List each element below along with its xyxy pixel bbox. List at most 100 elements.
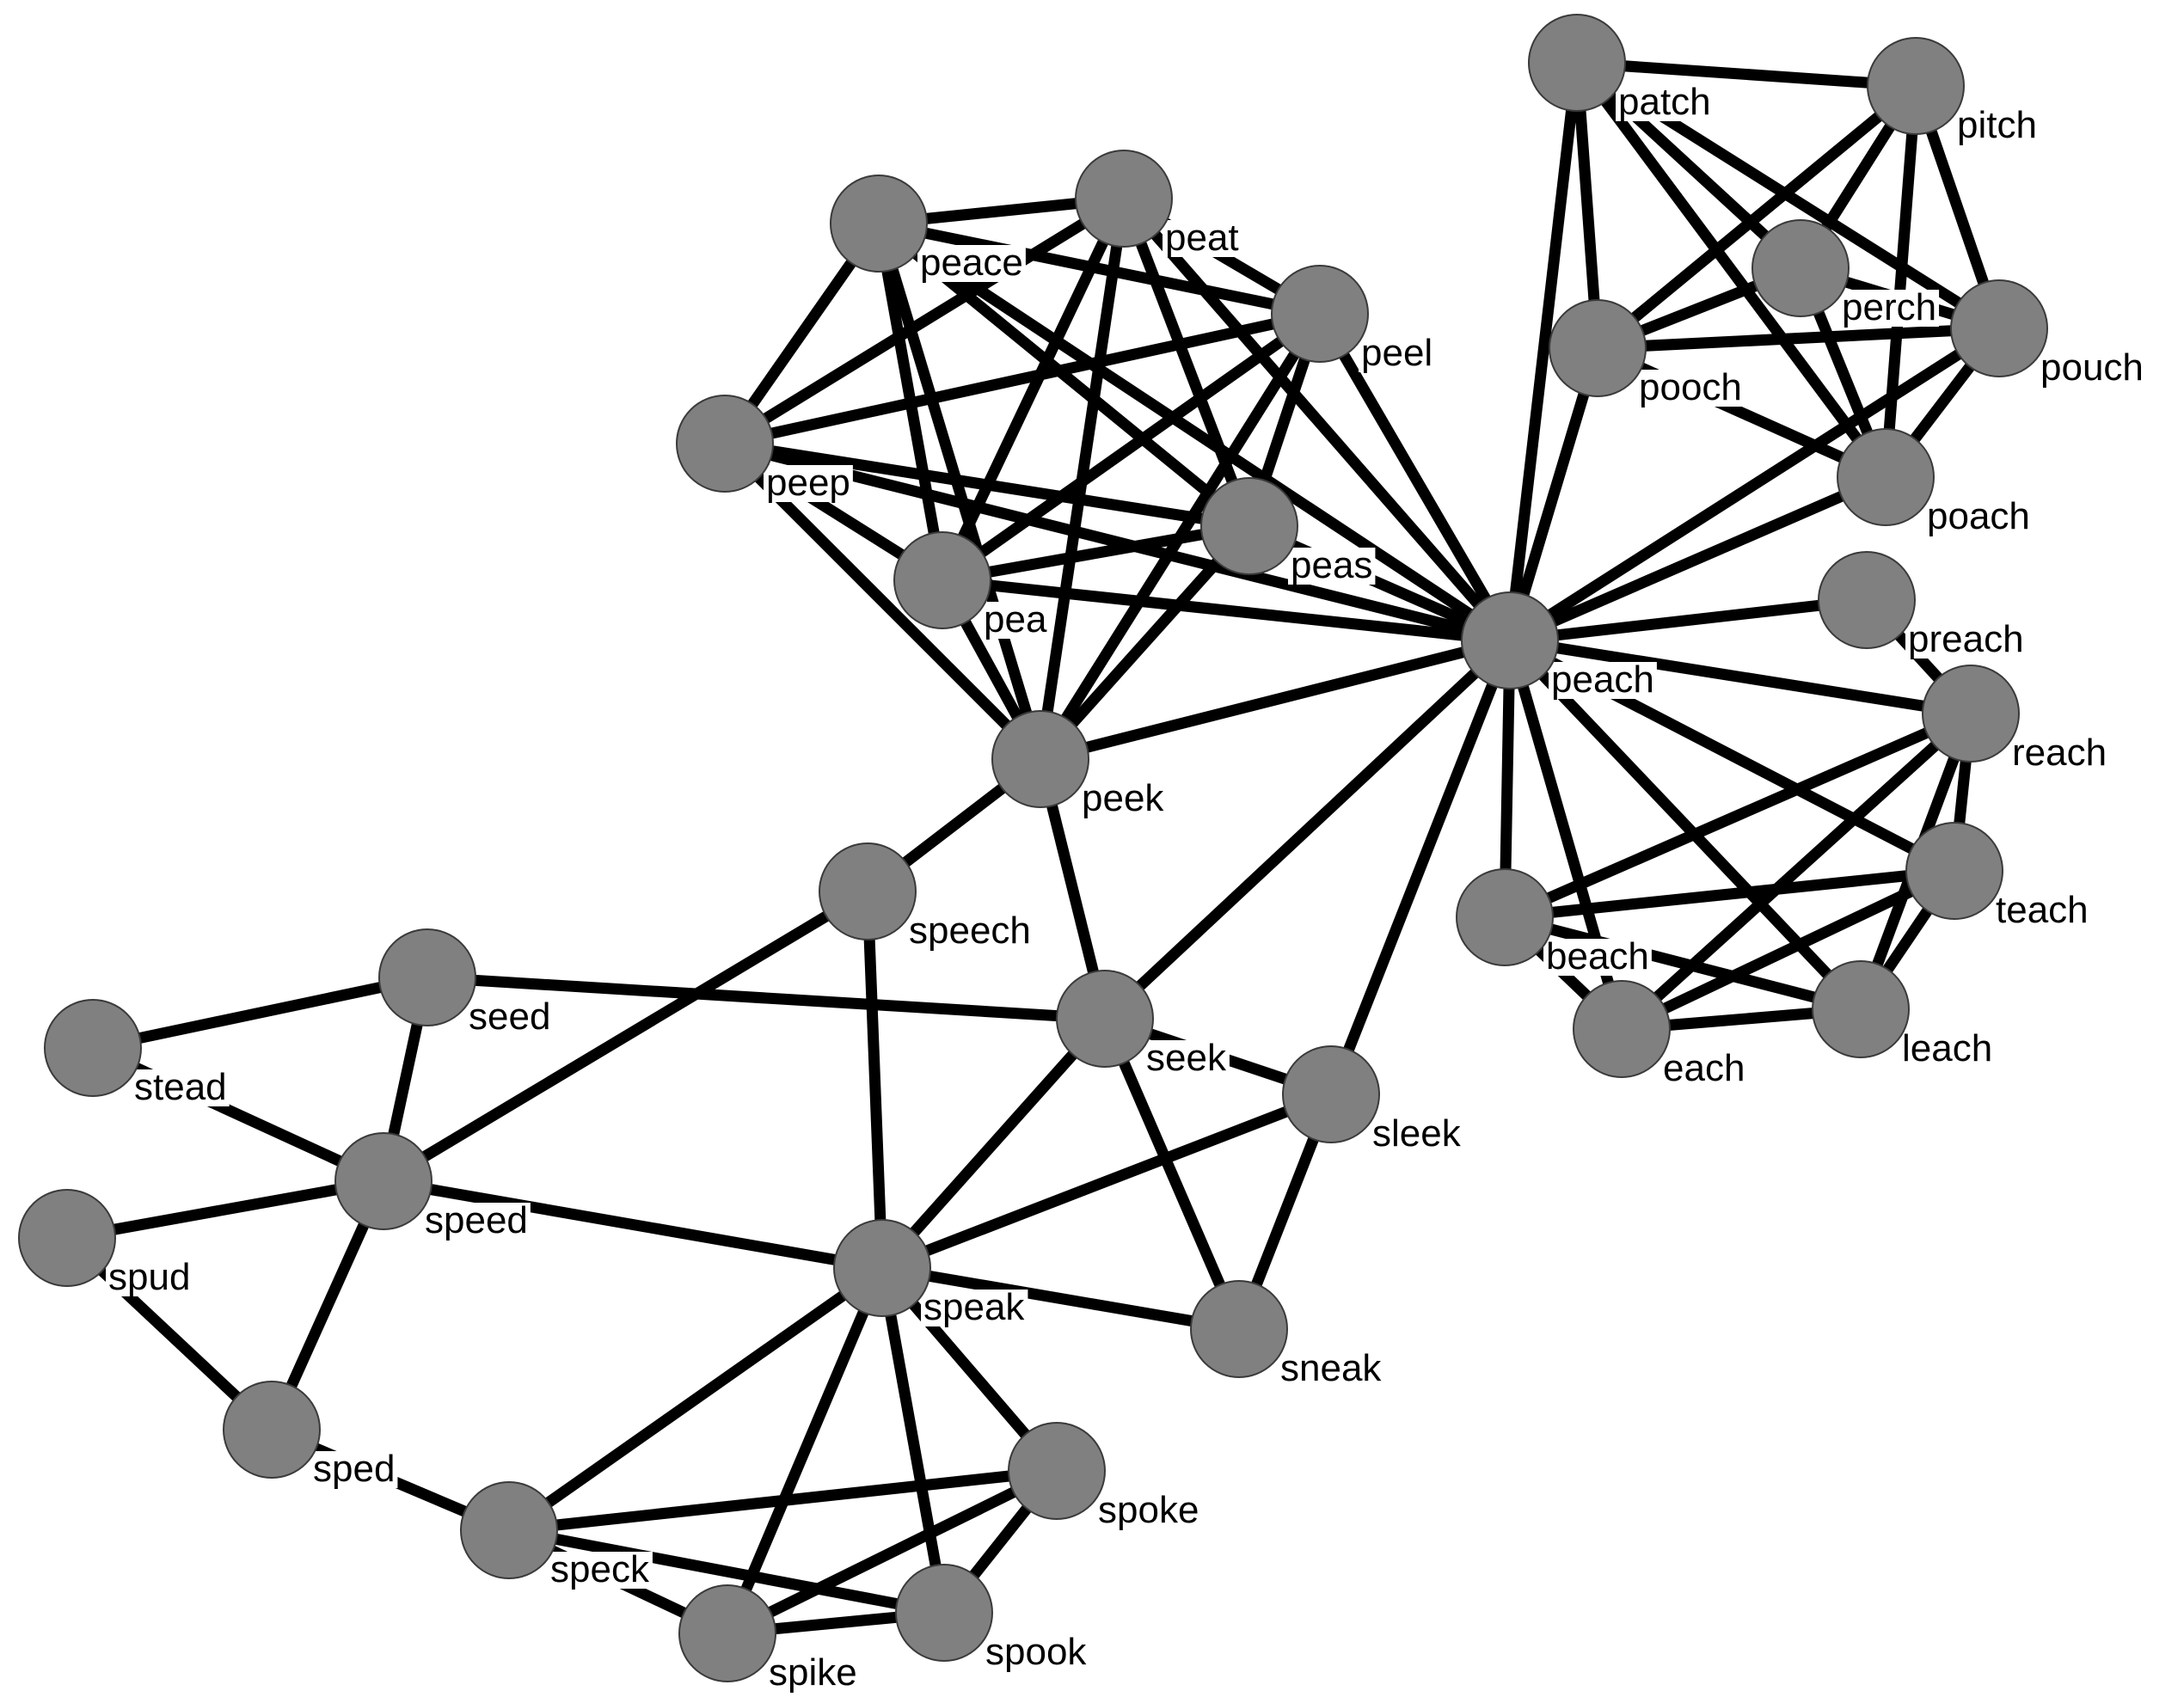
node-stead <box>44 999 142 1097</box>
node-speck <box>460 1481 558 1579</box>
node-label-bg <box>310 1451 398 1488</box>
node-label-beach: beach <box>1546 935 1649 977</box>
node-peel <box>1271 265 1369 363</box>
node-seed <box>378 928 476 1026</box>
edge-pitch-pooch <box>1593 81 1920 353</box>
node-label-bg <box>906 913 1034 950</box>
edge-patch-perch <box>1573 58 1805 273</box>
node-label-bg <box>2038 350 2146 387</box>
edge-peep-peach <box>723 438 1512 646</box>
node-label-bg <box>764 465 853 502</box>
node-label-bg <box>1636 370 1745 407</box>
node-label-speck: speck <box>550 1548 650 1590</box>
edge-spoke-spike <box>725 1466 1059 1639</box>
edge-pooch-pouch <box>1597 322 2000 354</box>
node-label-bg <box>1079 781 1168 818</box>
node-label-spook: spook <box>985 1631 1087 1673</box>
node-speech <box>819 842 917 940</box>
node-label-group-spud: spud <box>106 1256 193 1298</box>
node-label-pouch: pouch <box>2040 346 2144 389</box>
edge-seed-stead <box>91 971 429 1054</box>
edge-pea-peach <box>942 574 1511 646</box>
nodes-layer <box>18 14 2048 1682</box>
node-label-bg <box>422 1203 531 1240</box>
node-label-group-spike: spike <box>766 1651 860 1694</box>
node-label-bg <box>981 602 1050 639</box>
node-label-bg <box>466 999 554 1036</box>
node-label-poach: poach <box>1927 495 2030 537</box>
node-label-group-preach: preach <box>1905 618 2027 660</box>
node-label-peel: peel <box>1361 332 1432 374</box>
edge-seek-speak <box>878 1014 1109 1272</box>
node-poach <box>1837 428 1935 526</box>
node-label-seek: seek <box>1146 1037 1227 1079</box>
node-label-group-patch: patch <box>1616 81 1714 123</box>
node-label-spud: spud <box>108 1256 190 1298</box>
edge-pea-peas <box>941 520 1251 586</box>
edge-speak-sneak <box>880 1262 1241 1335</box>
node-label-group-perch: perch <box>1839 286 1940 328</box>
node-label-bg <box>1278 1351 1385 1388</box>
node-label-group-beach: beach <box>1543 935 1652 977</box>
node-label-group-peas: peas <box>1288 544 1376 586</box>
node-label-spoke: spoke <box>1098 1489 1199 1531</box>
node-label-group-sped: sped <box>310 1448 398 1490</box>
node-label-peace: peace <box>920 242 1023 284</box>
node-label-group-spook: spook <box>983 1631 1090 1673</box>
edge-peel-peace <box>877 217 1322 320</box>
node-label-bg <box>1144 1040 1230 1077</box>
node-spike <box>678 1584 776 1682</box>
node-label-bg <box>1899 1031 1996 1068</box>
node-label-group-leach: leach <box>1899 1027 1996 1069</box>
node-label-teach: teach <box>1996 889 2089 931</box>
node-label-group-speech: speech <box>906 910 1034 952</box>
node-label-group-reach: reach <box>2009 732 2110 774</box>
node-speed <box>334 1132 433 1230</box>
node-sneak <box>1190 1280 1288 1378</box>
node-label-group-poach: poach <box>1924 495 2033 537</box>
node-label-preach: preach <box>1908 618 2024 660</box>
edge-poach-peach <box>1507 472 1888 646</box>
edge-speck-spoke <box>508 1465 1058 1536</box>
node-pea <box>893 531 991 629</box>
node-label-group-stead: stead <box>132 1066 230 1108</box>
node-label-group-speck: speck <box>548 1548 653 1590</box>
node-label-group-speed: speed <box>422 1199 531 1241</box>
node-label-group-pouch: pouch <box>2038 346 2146 389</box>
edge-seek-sneak <box>1100 1016 1244 1332</box>
node-label-bg <box>917 245 1026 282</box>
node-label-group-pea: pea <box>981 598 1050 640</box>
node-label-bg <box>1660 1051 1748 1087</box>
node-label-group-seed: seed <box>466 996 554 1038</box>
node-peek <box>991 710 1089 808</box>
node-label-bg <box>1616 84 1714 121</box>
edge-peace-peach <box>875 218 1513 646</box>
node-label-each: each <box>1663 1047 1745 1089</box>
node-speak <box>833 1219 931 1317</box>
node-label-speak: speak <box>923 1286 1025 1328</box>
edge-peach-sleek <box>1325 638 1516 1097</box>
node-peas <box>1200 477 1298 575</box>
edge-pouch-peach <box>1506 323 2003 646</box>
edges-layer <box>63 57 2005 1639</box>
node-label-group-each: each <box>1660 1047 1748 1089</box>
node-label-group-peach: peach <box>1549 659 1657 701</box>
edge-peel-peep <box>723 308 1322 450</box>
node-label-group-seek: seek <box>1144 1037 1230 1079</box>
node-label-group-peel: peel <box>1359 332 1436 374</box>
node-reach <box>1922 665 2020 763</box>
node-label-bg <box>1954 107 2040 144</box>
node-peat <box>1075 150 1173 248</box>
node-label-bg <box>1359 335 1436 372</box>
node-label-bg <box>1839 290 1940 327</box>
edge-speak-spook <box>876 1266 950 1614</box>
node-label-peach: peach <box>1551 659 1654 701</box>
node-label-bg <box>1288 548 1376 585</box>
node-peace <box>830 175 928 273</box>
node-label-group-sneak: sneak <box>1278 1347 1385 1389</box>
edge-teach-beach <box>1504 865 1955 923</box>
edge-sleek-speak <box>880 1088 1334 1274</box>
node-perch <box>1751 219 1850 317</box>
